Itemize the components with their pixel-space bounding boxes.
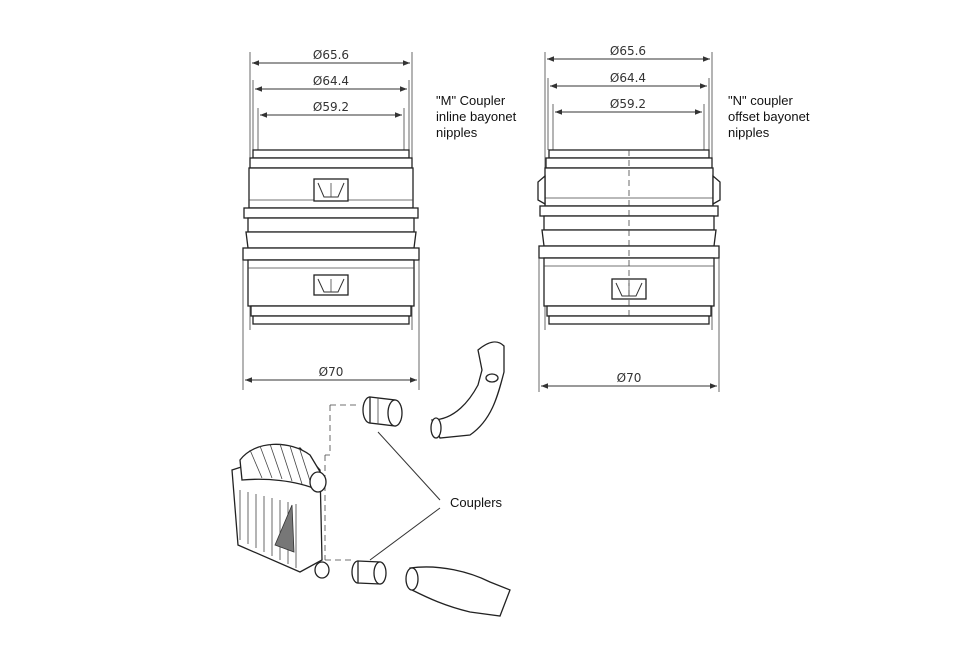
n-nipple-right bbox=[712, 174, 721, 206]
m-coupler-label: "M" Coupler inline bayonet nipples bbox=[436, 93, 516, 141]
n-dim-70: Ø70 bbox=[538, 258, 720, 392]
m-dim-59-2: Ø59.2 bbox=[257, 100, 405, 150]
assembly-sketch bbox=[231, 341, 511, 617]
intercooler bbox=[231, 443, 330, 579]
couplers-callout: Couplers bbox=[450, 495, 503, 510]
lower-coupler-ring bbox=[351, 560, 387, 585]
n-nipple-left bbox=[537, 174, 546, 206]
m-label-line-3: nipples bbox=[436, 125, 478, 140]
lower-hose bbox=[405, 566, 511, 617]
m-dim-inner-text: Ø59.2 bbox=[313, 100, 349, 114]
callout-leader-lower bbox=[369, 507, 441, 561]
m-coupler-drawing: Ø65.6 Ø64.4 Ø59.2 bbox=[242, 48, 420, 390]
n-dim-inner-text: Ø59.2 bbox=[610, 97, 646, 111]
m-coupler-body bbox=[242, 149, 420, 325]
m-dim-64-4: Ø64.4 bbox=[252, 74, 410, 150]
n-dim-bottom-text: Ø70 bbox=[617, 371, 642, 385]
n-label-line-2: offset bayonet bbox=[728, 109, 810, 124]
n-label-line-3: nipples bbox=[728, 125, 770, 140]
n-dim-mid-text: Ø64.4 bbox=[610, 71, 646, 85]
n-label-line-1: "N" coupler bbox=[728, 93, 793, 108]
n-coupler-body bbox=[537, 149, 721, 325]
upper-coupler-ring bbox=[362, 396, 403, 427]
m-nipple-upper bbox=[313, 178, 349, 202]
m-label-line-2: inline bayonet bbox=[436, 109, 517, 124]
n-dim-59-2: Ø59.2 bbox=[552, 97, 705, 150]
m-label-line-1: "M" Coupler bbox=[436, 93, 506, 108]
m-dim-bottom-text: Ø70 bbox=[319, 365, 344, 379]
m-dim-mid-text: Ø64.4 bbox=[313, 74, 349, 88]
n-coupler-label: "N" coupler offset bayonet nipples bbox=[728, 93, 809, 141]
m-dim-top-text: Ø65.6 bbox=[313, 48, 349, 62]
m-dim-70: Ø70 bbox=[242, 260, 420, 390]
callout-leader-upper bbox=[377, 431, 441, 501]
m-nipple-lower bbox=[313, 274, 349, 296]
n-dim-64-4: Ø64.4 bbox=[547, 71, 710, 150]
upper-hose bbox=[430, 341, 505, 439]
n-dim-top-text: Ø65.6 bbox=[610, 44, 646, 58]
n-coupler-drawing: Ø65.6 Ø64.4 Ø59.2 bbox=[537, 44, 721, 392]
